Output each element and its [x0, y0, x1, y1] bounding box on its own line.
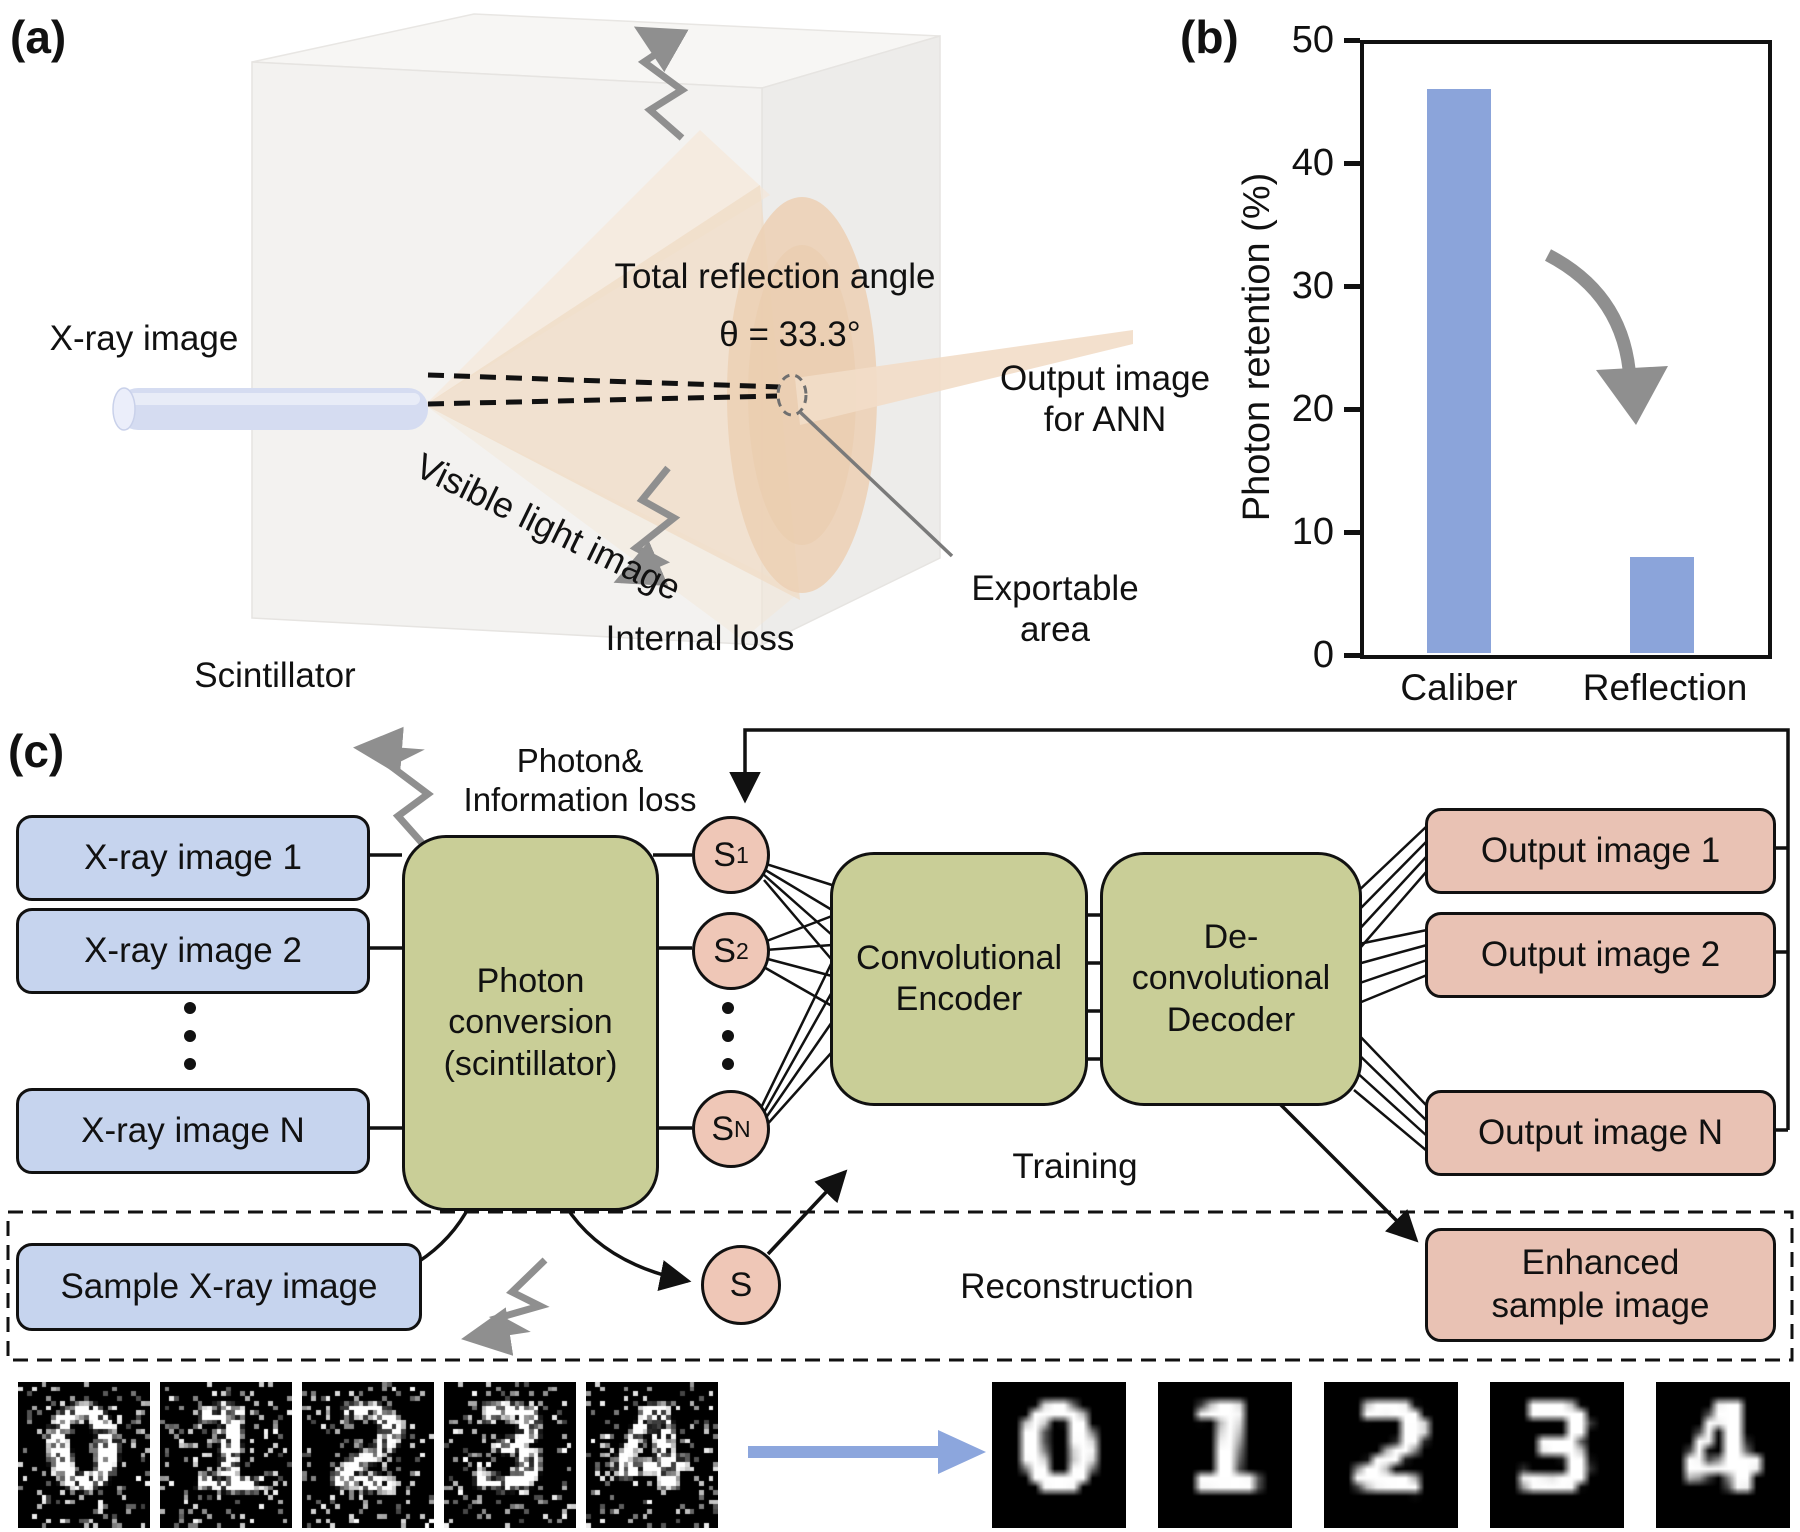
y-tick-0 — [1344, 653, 1360, 658]
bar-caliber — [1427, 89, 1491, 653]
loss-line1: Photon& — [516, 742, 644, 779]
xray-image-label: X-ray image — [49, 319, 239, 358]
enhanced-digit-image — [992, 1382, 1126, 1528]
reconstruction-dashed-box — [6, 1210, 1794, 1362]
photon-loss-zigzag-bottom-icon — [613, 465, 681, 586]
enhanced-digit-image — [1490, 1382, 1624, 1528]
enhanced-sample-image-box: Enhanced sample image — [1425, 1228, 1776, 1342]
deconvolutional-decoder-box: De- convolutional Decoder — [1100, 852, 1362, 1106]
y-tick-label: 50 — [1291, 19, 1334, 61]
node-s-sample-base: S — [729, 1265, 753, 1304]
node-s-sample: S — [701, 1245, 781, 1325]
noisy-digit-image — [586, 1382, 718, 1528]
y-tick-label: 0 — [1312, 634, 1334, 676]
output-image-line1: Output image — [999, 359, 1211, 398]
sample-node-to-encoder-arrow — [766, 1169, 848, 1256]
scintillator-label: Scintillator — [194, 656, 356, 695]
node-s2-base: S — [713, 931, 736, 970]
node-to-encoder-fan-lines — [758, 860, 834, 1129]
y-tick-40 — [1344, 161, 1360, 166]
x-category-caliber: Caliber — [1400, 667, 1518, 708]
reconstruction-label: Reconstruction — [960, 1267, 1194, 1306]
information-loss-zigzag-icon — [353, 726, 434, 855]
xray-image-2-box: X-ray image 2 — [16, 908, 370, 994]
exportable-area-circle — [776, 373, 808, 417]
panel-b-tag: (b) — [1180, 11, 1239, 63]
conversion-line3: (scintillator) — [443, 1044, 618, 1083]
input-connector-lines — [364, 853, 402, 1130]
photon-conversion-box: Photon conversion (scintillator) — [402, 835, 659, 1211]
y-tick-label: 40 — [1291, 142, 1334, 184]
decoder-line2: convolutional — [1131, 959, 1331, 998]
enhanced-digit-image — [1656, 1382, 1790, 1528]
sample-xray-image-box: Sample X-ray image — [16, 1243, 422, 1331]
reflection-angle-value: θ = 33.3° — [719, 315, 861, 354]
enhanced-digit-image — [1158, 1382, 1292, 1528]
photon-loss-zigzag-top-icon — [633, 26, 689, 141]
noisy-digit-image — [302, 1382, 434, 1528]
node-sn-base: S — [711, 1109, 735, 1148]
y-tick-label: 20 — [1291, 388, 1334, 430]
vertical-ellipsis-nodes — [722, 1002, 734, 1070]
y-tick-10 — [1344, 530, 1360, 535]
exportable-area-leader-line — [798, 410, 954, 558]
output-image-for-ann-label: Output image for ANN — [900, 358, 1310, 441]
conversion-line2: conversion — [448, 1003, 613, 1042]
noisy-digit-image — [160, 1382, 292, 1528]
exportable-line1: Exportable — [971, 569, 1139, 608]
conversion-line1: Photon — [476, 961, 585, 1000]
drop-arrow-icon — [1544, 249, 1668, 425]
y-tick-30 — [1344, 284, 1360, 289]
xray-image-n-box: X-ray image N — [16, 1088, 370, 1174]
exportable-line2: area — [1019, 610, 1091, 650]
enhanced-line2: sample image — [1491, 1286, 1710, 1325]
conversion-to-node-lines — [653, 853, 692, 1130]
enhanced-line1: Enhanced — [1521, 1243, 1680, 1283]
visible-light-cone — [425, 130, 1133, 640]
sample-to-conversion-curve — [417, 1204, 472, 1264]
output-image-1-box: Output image 1 — [1425, 808, 1776, 894]
convolutional-encoder-box: Convolutional Encoder — [830, 852, 1088, 1106]
panel-a-tag: (a) — [10, 11, 67, 63]
vertical-ellipsis-left — [184, 1002, 196, 1070]
photon-information-loss-label: Photon& Information loss — [380, 742, 780, 820]
panel-c-tag: (c) — [8, 725, 65, 777]
enhanced-digit-image — [1324, 1382, 1458, 1528]
decoder-line1: De- — [1203, 917, 1259, 956]
total-reflection-angle-label: Total reflection angle — [614, 257, 936, 296]
y-tick-50 — [1344, 38, 1360, 43]
node-s1-base: S — [713, 835, 736, 874]
output-light-beam — [795, 330, 1133, 425]
xray-beam-cylinder — [112, 387, 428, 431]
y-tick-label: 10 — [1291, 511, 1334, 553]
decoder-to-enhanced-arrow — [1276, 1100, 1419, 1243]
y-tick-label: 30 — [1291, 265, 1334, 307]
sample-loss-zigzag-icon — [461, 1257, 550, 1356]
total-reflection-dashed-lines — [427, 372, 781, 407]
noisy-digit-image — [444, 1382, 576, 1528]
exportable-area-label: Exportable area — [930, 568, 1180, 651]
y-tick-20 — [1344, 407, 1360, 412]
training-label: Training — [1012, 1147, 1138, 1186]
output-image-2-box: Output image 2 — [1425, 912, 1776, 998]
decoder-line3: Decoder — [1166, 1000, 1296, 1039]
conversion-to-sample-node-curve — [563, 1204, 692, 1292]
bar-reflection — [1630, 557, 1694, 653]
output-image-line2: for ANN — [1043, 400, 1167, 440]
internal-loss-label: Internal loss — [605, 619, 795, 658]
output-image-n-box: Output image N — [1425, 1090, 1776, 1176]
encoder-line1: Convolutional — [855, 938, 1063, 977]
decoder-to-output-fan-lines — [1353, 825, 1428, 1152]
encoder-line2: Encoder — [895, 980, 1023, 1018]
loss-line2: Information loss — [463, 780, 697, 818]
xray-image-1-box: X-ray image 1 — [16, 815, 370, 901]
noisy-digit-image — [18, 1382, 150, 1528]
x-category-reflection: Reflection — [1582, 667, 1748, 708]
enhancement-arrow-icon — [748, 1430, 986, 1474]
chart-plot-area — [1360, 40, 1772, 659]
